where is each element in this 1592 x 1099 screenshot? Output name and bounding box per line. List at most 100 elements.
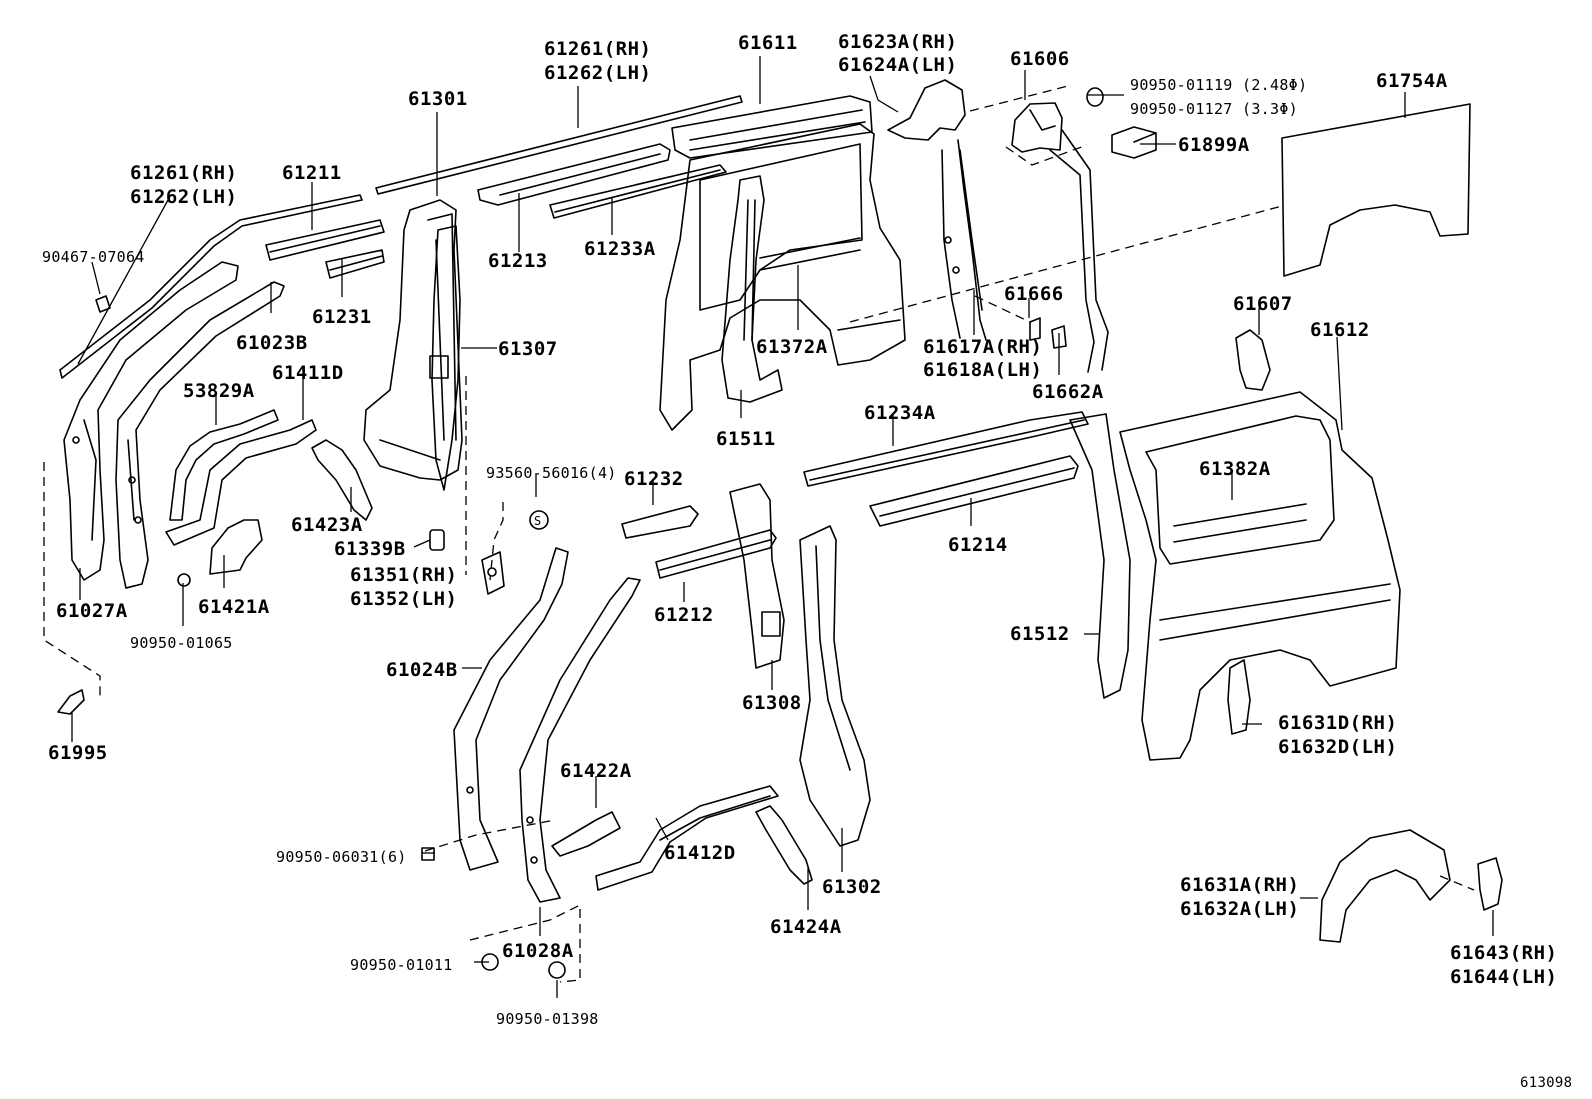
label-93560-56016: 93560-56016(4): [486, 464, 617, 482]
label-61623a: 61623A(RH): [838, 31, 958, 53]
part-61024b-pillar: [453, 547, 569, 871]
part-61212-rail: [655, 529, 777, 579]
part-61643-bracket: [1477, 857, 1503, 911]
label-61301: 61301: [408, 88, 468, 110]
part-61422a-bracket: [551, 811, 621, 857]
label-61899a: 61899A: [1178, 134, 1250, 156]
label-61261-rh-left: 61261(RH): [130, 162, 238, 184]
label-61024b: 61024B: [386, 659, 458, 681]
label-61754a: 61754A: [1376, 70, 1448, 92]
label-61512: 61512: [1010, 623, 1070, 645]
label-61624a: 61624A(LH): [838, 54, 958, 76]
part-90950-01065-grommet: [177, 573, 191, 587]
part-61899a-pad: [1111, 126, 1157, 159]
diagram-code: 613098: [1520, 1075, 1573, 1091]
part-grommets-bottom: [421, 847, 566, 979]
label-61643: 61643(RH): [1450, 942, 1558, 964]
label-61214: 61214: [948, 534, 1008, 556]
label-90950-06031: 90950-06031(6): [276, 848, 407, 866]
label-61422a: 61422A: [560, 760, 632, 782]
label-61411d: 61411D: [272, 362, 344, 384]
label-61372a: 61372A: [756, 336, 828, 358]
label-61023b: 61023B: [236, 332, 308, 354]
part-61411d-wheelhouse: [165, 419, 317, 546]
label-61632d: 61632D(LH): [1278, 736, 1398, 758]
label-61351: 61351(RH): [350, 564, 458, 586]
label-61352: 61352(LH): [350, 588, 458, 610]
label-61027a: 61027A: [56, 600, 128, 622]
part-61423a-bracket: [311, 439, 373, 521]
label-90950-01119: 90950-01119: [1130, 76, 1233, 94]
label-53829a: 53829A: [183, 380, 255, 402]
label-61232: 61232: [624, 468, 684, 490]
part-61232-rail: [621, 505, 699, 539]
label-61231: 61231: [312, 306, 372, 328]
part-61511-pillar: [721, 175, 783, 403]
part-61261-molding-left: [59, 194, 363, 379]
label-61618a: 61618A(LH): [923, 359, 1043, 381]
label-61308: 61308: [742, 692, 802, 714]
label-61662a: 61662A: [1032, 381, 1104, 403]
part-61211-rail: [265, 219, 385, 261]
part-61623a-pillar: [887, 79, 987, 341]
label-s-mark: S: [534, 514, 542, 528]
part-grommets-top: [1086, 87, 1104, 107]
part-61233a-rail: [549, 164, 727, 219]
label-61511: 61511: [716, 428, 776, 450]
part-61412d-wheelhouse: [595, 785, 779, 891]
part-61339b-clip: [429, 529, 445, 551]
part-90467-clip: [95, 295, 111, 313]
part-61607-bracket: [1235, 329, 1271, 391]
label-61423a: 61423A: [291, 514, 363, 536]
part-61302-pillar: [799, 525, 871, 847]
label-61307: 61307: [498, 338, 558, 360]
label-61211: 61211: [282, 162, 342, 184]
part-53829a-seal: [169, 409, 279, 521]
part-61512-pillar: [1069, 413, 1131, 699]
label-90950-01127: 90950-01127: [1130, 100, 1233, 118]
label-61212: 61212: [654, 604, 714, 626]
part-61617a-bracket: [1029, 317, 1067, 349]
label-61617a: 61617A(RH): [923, 336, 1043, 358]
label-61421a: 61421A: [198, 596, 270, 618]
part-61234a-rail: [803, 411, 1089, 487]
label-61612: 61612: [1310, 319, 1370, 341]
part-93560-screw: [529, 510, 549, 530]
part-61023b-pillar: [115, 281, 285, 589]
dashed-reference-lines: [43, 85, 1475, 983]
part-61028a-pillar: [519, 577, 641, 903]
label-3-3: (3.3Φ): [1242, 100, 1298, 118]
part-61612-quarter-panel: [1119, 391, 1401, 761]
part-61995-clip: [57, 689, 85, 715]
part-61213-rail: [477, 143, 671, 206]
label-90467-07064: 90467-07064: [42, 248, 145, 266]
label-61261-rh-top: 61261(RH): [544, 38, 652, 60]
label-61631a: 61631A(RH): [1180, 874, 1300, 896]
label-61666: 61666: [1004, 283, 1064, 305]
label-2-48: (2.48Φ): [1242, 76, 1308, 94]
label-61339b: 61339B: [334, 538, 406, 560]
label-61611: 61611: [738, 32, 798, 54]
label-90950-01065: 90950-01065: [130, 634, 233, 652]
part-61307-inner-pillar: [431, 225, 461, 491]
part-61308-inner-pillar: [729, 483, 785, 669]
label-61233a: 61233A: [584, 238, 656, 260]
label-61412d: 61412D: [664, 842, 736, 864]
part-61606-bracket: [1011, 102, 1109, 373]
label-61302: 61302: [822, 876, 882, 898]
label-61262-lh-left: 61262(LH): [130, 186, 238, 208]
label-61606: 61606: [1010, 48, 1070, 70]
label-61262-lh-top: 61262(LH): [544, 62, 652, 84]
label-61234a: 61234A: [864, 402, 936, 424]
part-61231-rail: [325, 249, 385, 279]
label-61995: 61995: [48, 742, 108, 764]
part-61027a-pillar: [63, 261, 239, 581]
label-61213: 61213: [488, 250, 548, 272]
part-61372a-inner-panel: [659, 123, 906, 431]
label-61607: 61607: [1233, 293, 1293, 315]
part-61424a-bracket: [755, 805, 813, 885]
part-61631d-bracket: [1227, 659, 1251, 735]
part-61351-bracket: [481, 551, 505, 595]
label-61424a: 61424A: [770, 916, 842, 938]
